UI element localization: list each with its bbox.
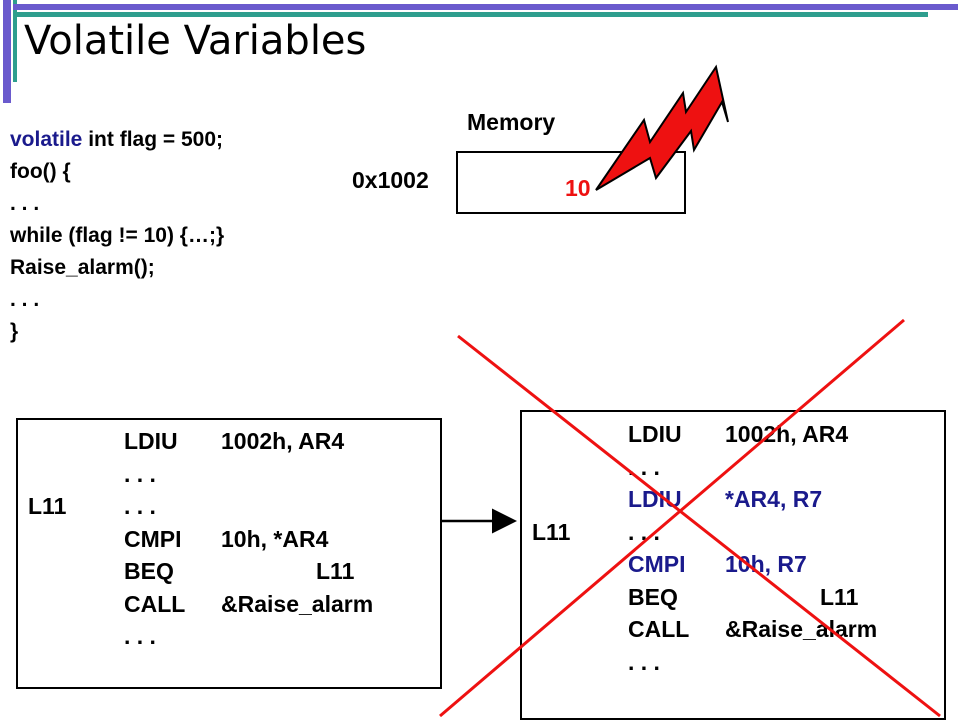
asm-row: . . . (28, 458, 438, 491)
slide-title: Volatile Variables (24, 18, 367, 64)
asm-row: BEQ L11 (28, 555, 438, 588)
asm-opcode: BEQ (124, 558, 174, 584)
memory-value: 10 (565, 175, 591, 201)
code-keyword: volatile (10, 128, 83, 151)
asm-opcode: CALL (124, 590, 186, 617)
code-text: . . . (10, 192, 40, 215)
left-accent-bar-inner (13, 0, 17, 82)
asm-operand: 1002h, AR4 (221, 428, 345, 454)
asm-row: . . . (28, 620, 438, 653)
asm-operand: *AR4, R7 (725, 486, 823, 512)
lightning-bolt-icon (595, 64, 729, 191)
asm-row: LDIU 1002h, AR4 (28, 425, 438, 458)
asm-row: L11 . . . (28, 490, 438, 523)
left-accent-bar (3, 0, 11, 103)
asm-opcode: BEQ (628, 583, 678, 610)
asm-branch-target: L11 (820, 583, 859, 610)
code-text: Raise_alarm(); (10, 256, 155, 279)
asm-operand: &Raise_alarm (221, 590, 374, 617)
assembly-listing-volatile: LDIU 1002h, AR4 . . . L11 . . . CMPI 10h, *AR4… (28, 425, 438, 653)
asm-opcode: CMPI (628, 551, 686, 577)
assembly-box-volatile (16, 418, 442, 689)
asm-row: CALL&Raise_alarm (28, 588, 438, 621)
asm-label: L11 (532, 518, 571, 545)
memory-cell (456, 151, 686, 214)
top-accent-bar (13, 4, 958, 10)
code-text: . . . (10, 288, 40, 311)
code-line: while (flag != 10) {…;} (10, 220, 224, 252)
asm-opcode: . . . (124, 493, 156, 519)
code-line: } (10, 316, 224, 348)
asm-opcode: LDIU (124, 428, 178, 454)
asm-operand: 10h, *AR4 (221, 525, 329, 552)
red-x-cross-icon (439, 318, 941, 718)
asm-opcode: . . . (628, 648, 660, 675)
asm-opcode: . . . (124, 460, 156, 487)
asm-row: . . . (532, 451, 942, 484)
asm-opcode: CMPI (124, 525, 182, 552)
top-accent-bar-inner (17, 12, 928, 17)
memory-label: Memory (467, 109, 556, 135)
code-line: foo() { (10, 156, 224, 188)
asm-opcode: CALL (628, 616, 690, 642)
memory-address: 0x1002 (352, 167, 429, 193)
code-line: volatile int flag = 500; (10, 124, 224, 156)
asm-operand: &Raise_alarm (725, 616, 878, 642)
asm-opcode: . . . (628, 453, 660, 480)
asm-row: LDIU*AR4, R7 (532, 483, 942, 516)
asm-opcode: LDIU (628, 421, 682, 447)
asm-opcode: . . . (124, 623, 156, 649)
code-text: foo() { (10, 160, 71, 183)
assembly-box-optimized (520, 410, 946, 720)
asm-row: CALL&Raise_alarm (532, 613, 942, 646)
code-line: . . . (10, 284, 224, 316)
code-line: . . . (10, 188, 224, 220)
code-text: while (flag != 10) {…;} (10, 224, 225, 247)
c-code-block: volatile int flag = 500; foo() { . . . whil… (10, 124, 224, 348)
asm-branch-target: L11 (316, 558, 355, 584)
code-text: int flag = 500; (82, 128, 223, 151)
asm-row: CMPI 10h, *AR4 (28, 523, 438, 556)
asm-row: BEQ L11 (532, 581, 942, 614)
code-line: Raise_alarm(); (10, 252, 224, 284)
code-text: } (10, 320, 19, 343)
asm-label: L11 (28, 493, 67, 519)
asm-row: . . . (532, 646, 942, 679)
